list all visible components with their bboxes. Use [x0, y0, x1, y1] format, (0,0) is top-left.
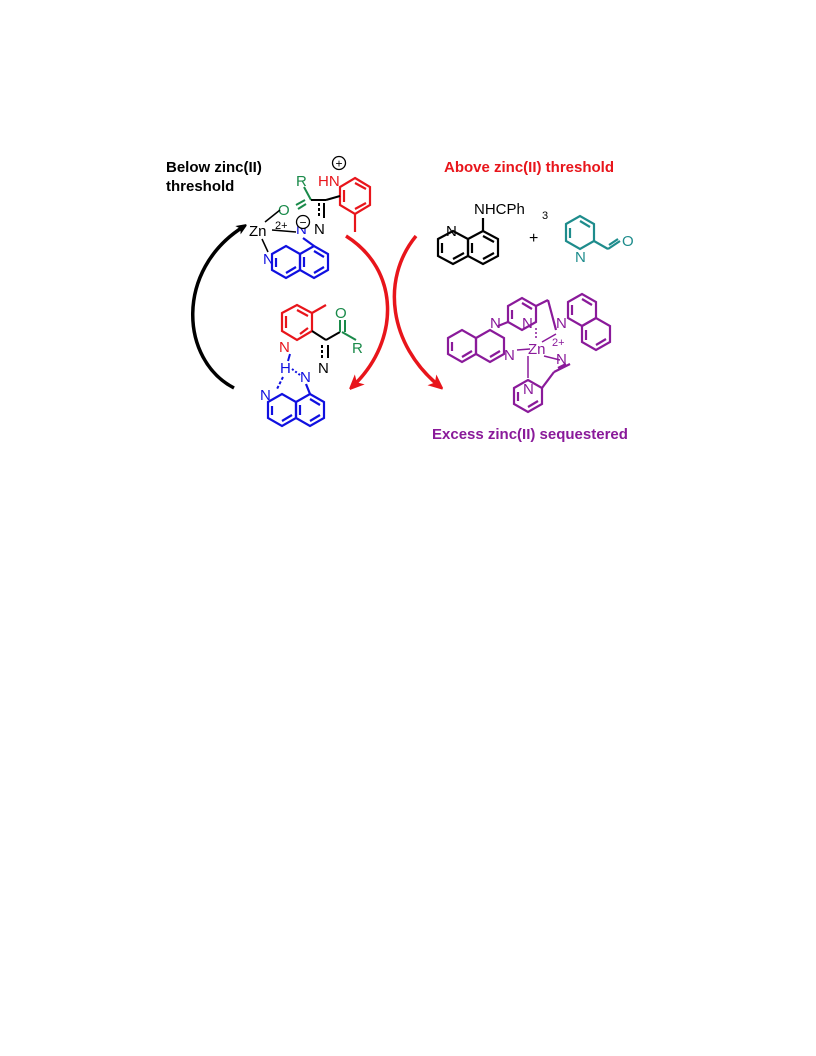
amine-reagent: N NHCPh 3: [436, 201, 548, 266]
zn-charge-top: 2+: [275, 220, 288, 232]
atom-N-quinoline-mid: N: [260, 387, 271, 404]
red-arrow-to-ligand: [345, 234, 390, 385]
pyridine-ring-mid: [280, 303, 327, 342]
quinoline-top: [270, 237, 330, 280]
acyl-group-mid: [339, 320, 357, 341]
atom-O-top: O: [278, 202, 290, 219]
hydrazone-top: [311, 195, 341, 218]
atom-O-mid: O: [335, 305, 347, 322]
atom-N-purple-6: N: [523, 381, 534, 398]
amine-substituent: NHCPh: [474, 201, 525, 218]
acyl-group-top: [295, 186, 312, 210]
zn-charge-purple: 2+: [552, 337, 565, 349]
atom-N-top-right: N: [314, 221, 325, 238]
plus-charge-circle: [331, 155, 347, 171]
atom-R-top: R: [296, 173, 307, 190]
zinc-complex-top: HN + R O N N − Zn 2+: [249, 155, 372, 280]
sequestered-zinc-complex: Zn 2+ N N N N N N: [446, 292, 612, 414]
plus-charge: +: [335, 157, 342, 171]
below-threshold-line2: threshold: [166, 178, 234, 195]
below-threshold-line1: Below zinc(II): [166, 159, 262, 176]
atom-N-purple-2: N: [522, 315, 533, 332]
minus-charge: −: [299, 216, 306, 230]
atom-O-aldehyde: O: [622, 233, 634, 250]
quinoline-mid: [266, 383, 326, 428]
atom-N-quinoline-top: N: [263, 251, 274, 268]
atom-N-amine-reagent: N: [446, 223, 457, 240]
atom-N-top-amide: N: [296, 221, 307, 238]
hydrogen-bond: [276, 353, 301, 390]
above-threshold-label: Above zinc(II) threshold: [444, 159, 614, 176]
atom-H-mid: H: [280, 360, 291, 377]
atom-Zn-top: Zn: [249, 223, 267, 240]
excess-sequestered-label: Excess zinc(II) sequestered: [432, 426, 628, 443]
atom-Zn-purple: Zn: [528, 341, 546, 358]
atom-R-mid: R: [352, 340, 363, 357]
cycle-arrow-black: [191, 227, 243, 390]
atom-N-purple-1: N: [490, 315, 501, 332]
minus-charge-circle: [295, 214, 311, 230]
atom-N-purple-4: N: [504, 347, 515, 364]
atom-N-aldehyde: N: [575, 249, 586, 266]
zn-bonds-top: [261, 209, 297, 253]
label-below-threshold: Below zinc(II) threshold: [166, 159, 262, 195]
atom-N-purple-5: N: [556, 351, 567, 368]
atom-N-pyridine-mid: N: [279, 339, 290, 356]
pyridinium-ring: [338, 176, 372, 232]
red-arrow-to-sequestered: [392, 234, 438, 385]
free-ligand: N N N O R H: [260, 303, 363, 428]
aldehyde-reagent: N O: [564, 214, 634, 266]
amine-substituent-subscript: 3: [542, 210, 548, 222]
zn-bonds-purple: [516, 328, 561, 378]
atom-N-mid-amide: N: [300, 369, 311, 386]
atom-N-mid-right: N: [318, 360, 329, 377]
plus-sign: +: [529, 230, 538, 247]
atom-HN-top: HN: [318, 173, 340, 190]
atom-N-purple-3: N: [556, 315, 567, 332]
hydrazone-mid: [311, 330, 341, 358]
